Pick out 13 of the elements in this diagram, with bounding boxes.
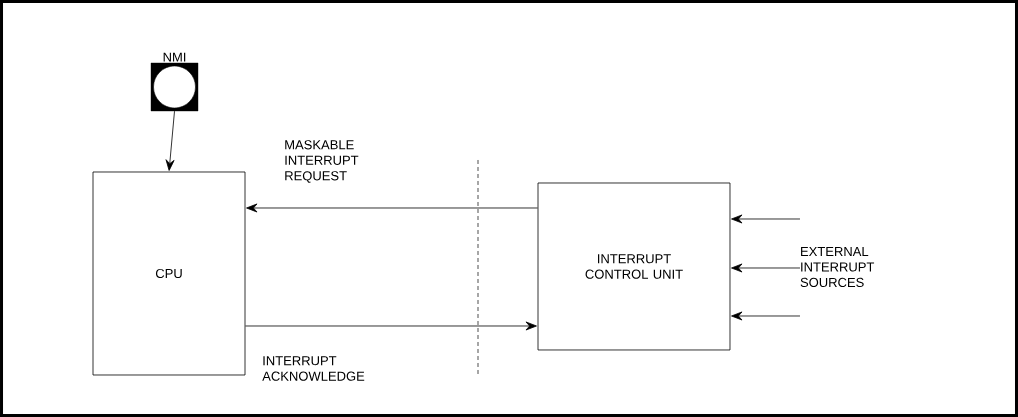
source-label: EXTERNAL INTERRUPT SOURCES bbox=[800, 246, 875, 287]
arrow bbox=[731, 214, 801, 224]
block-box: CPU bbox=[92, 171, 246, 376]
edge-label: INTERRUPT ACKNOWLEDGE bbox=[262, 356, 365, 381]
edge-label: MASKABLE INTERRUPT REQUEST bbox=[285, 140, 359, 183]
connector-pin: NMI bbox=[150, 52, 199, 112]
arrow bbox=[246, 203, 538, 213]
arrow bbox=[731, 311, 801, 321]
arrow bbox=[245, 321, 537, 331]
node-label: NMI bbox=[163, 52, 186, 62]
arrow bbox=[731, 263, 801, 273]
block-box: INTERRUPT CONTROL UNIT bbox=[537, 182, 731, 351]
arrow bbox=[165, 110, 175, 171]
